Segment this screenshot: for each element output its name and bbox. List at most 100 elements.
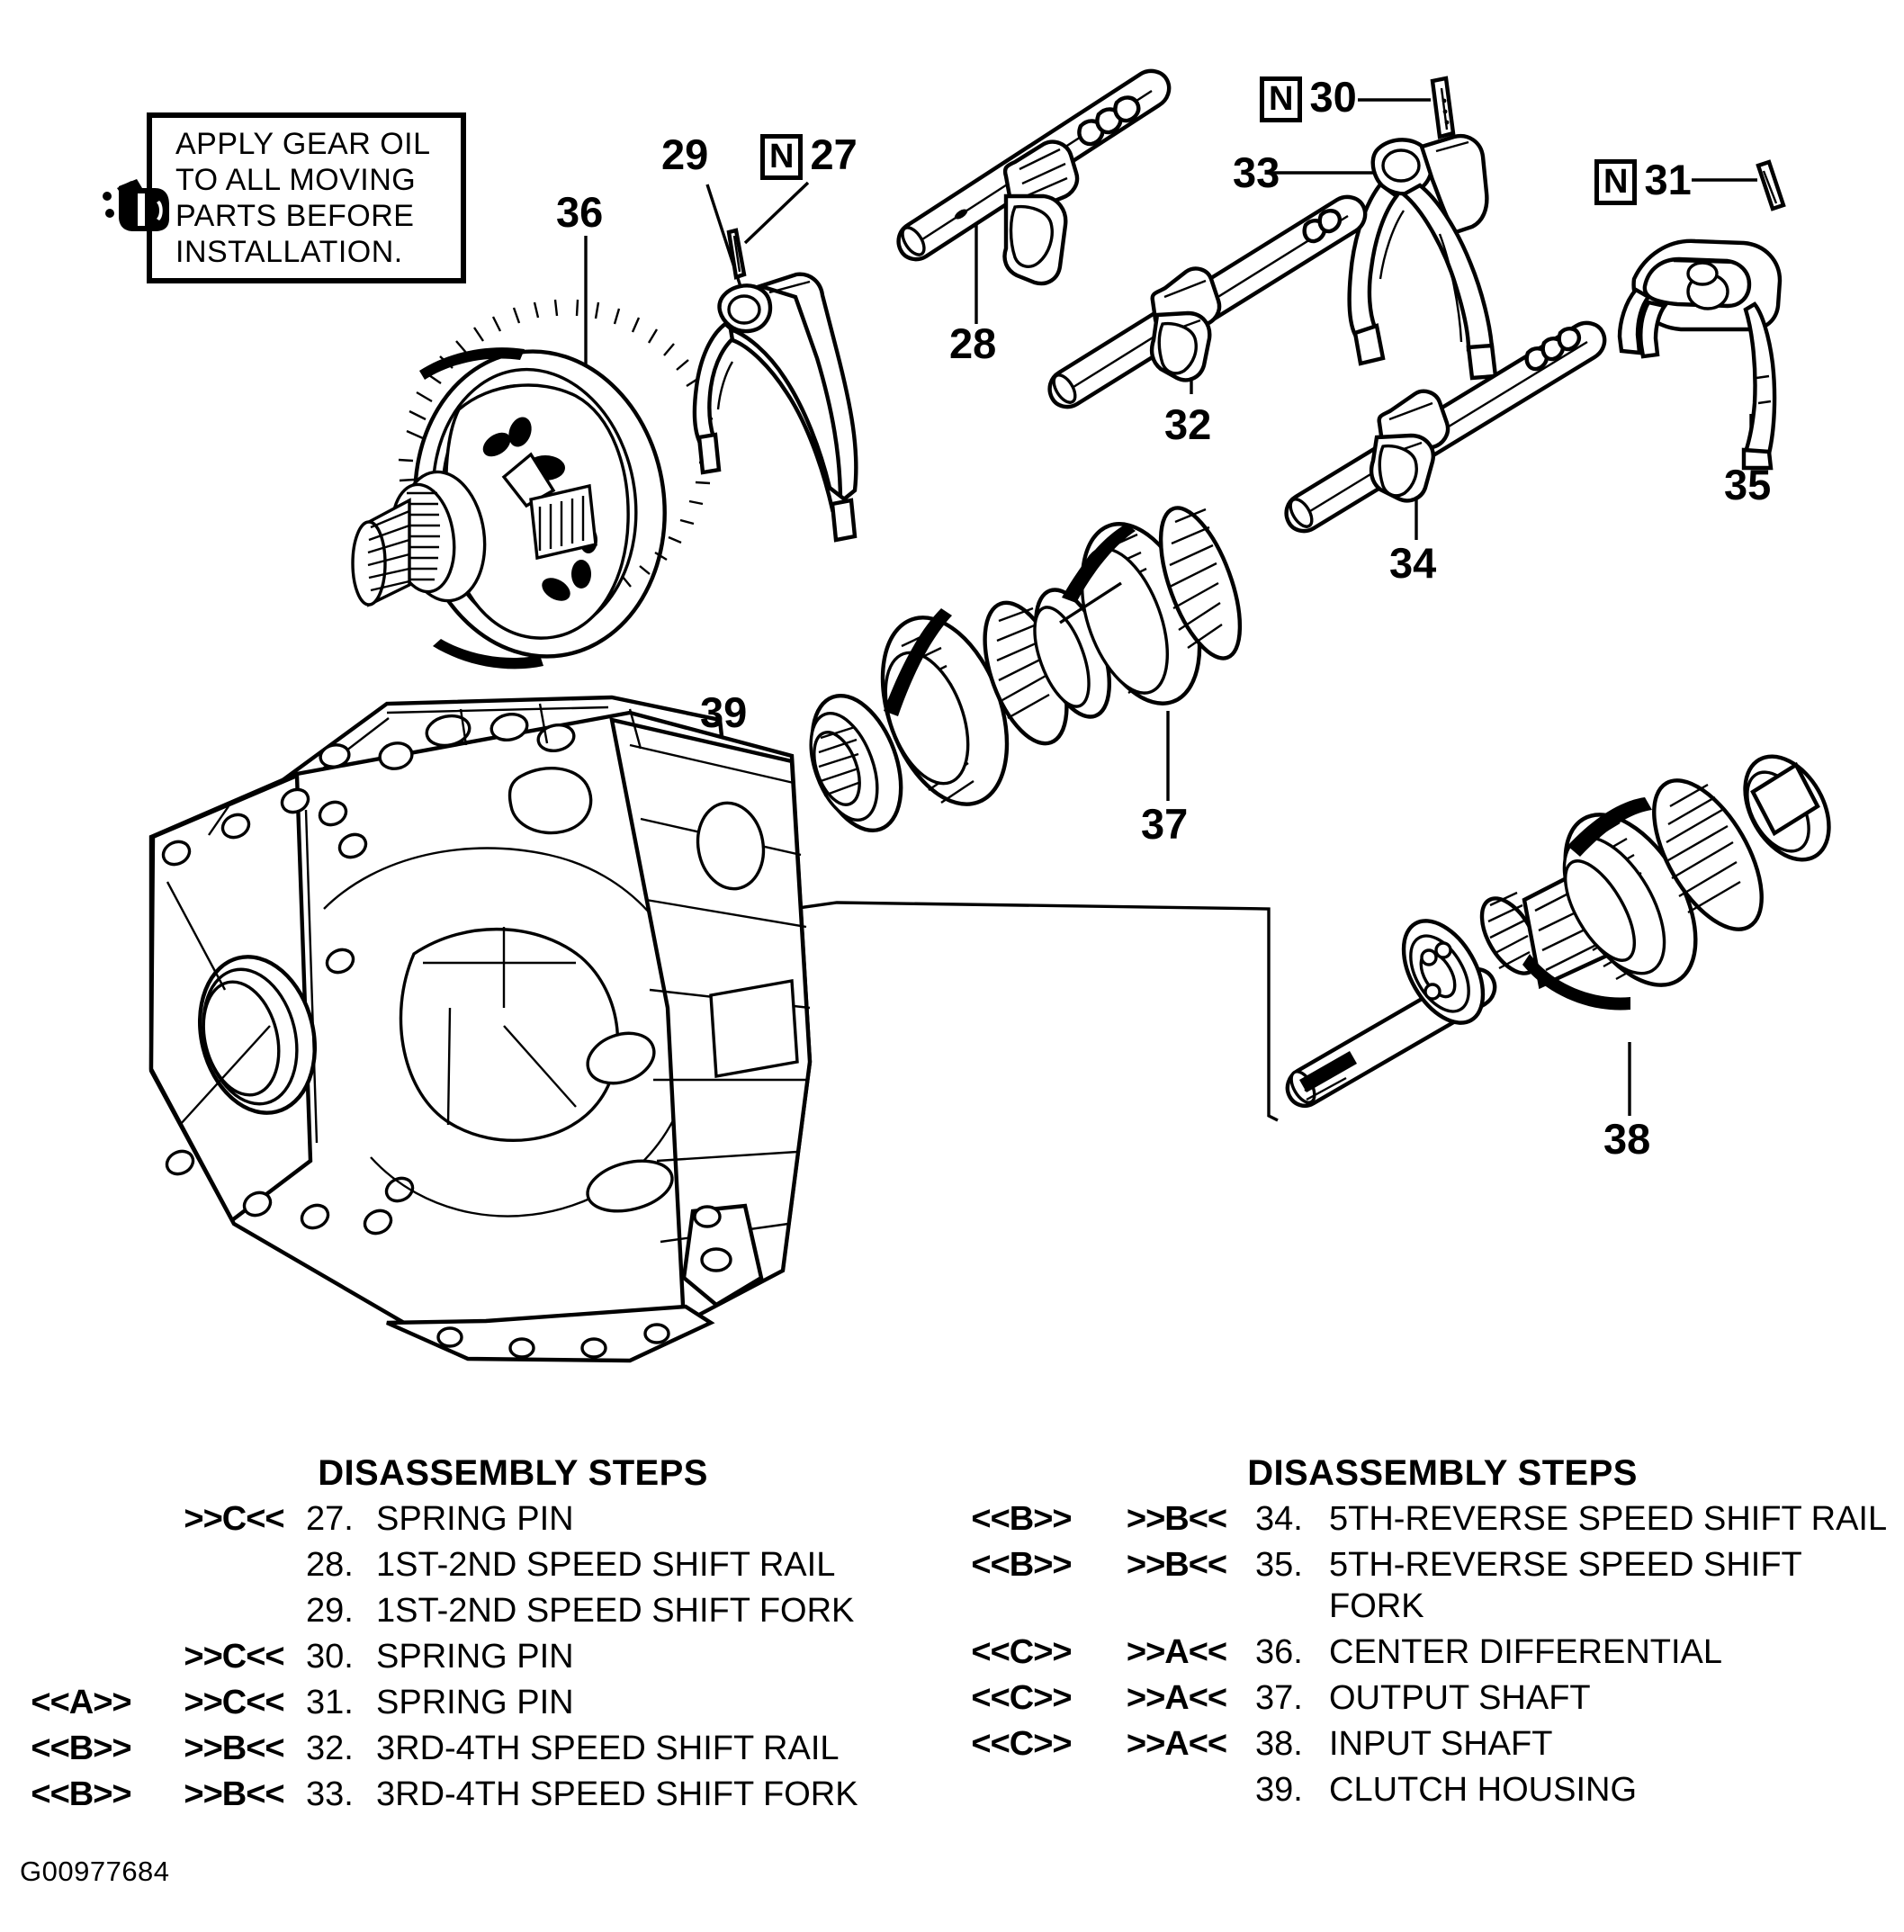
step-number: 29. xyxy=(306,1592,354,1630)
callout-34-number: 34 xyxy=(1389,539,1437,587)
callout-37: 37 xyxy=(1141,803,1188,845)
table-row: <<B>> >>B<< 32. 3RD-4TH SPEED SHIFT RAIL xyxy=(0,1728,936,1769)
step-a-marker: <<C>> xyxy=(971,1633,1072,1671)
step-number: 30. xyxy=(306,1638,354,1676)
part-1st-2nd-shift-fork xyxy=(692,272,858,543)
callout-27-number: 27 xyxy=(810,130,858,178)
step-number: 31. xyxy=(306,1684,354,1721)
step-a-marker: <<C>> xyxy=(971,1679,1072,1717)
callout-33: 33 xyxy=(1233,151,1280,193)
callout-32: 32 xyxy=(1164,403,1211,445)
figure-code: G00977684 xyxy=(20,1856,170,1887)
table-row: >>C<< 30. SPRING PIN xyxy=(0,1636,936,1677)
step-number: 33. xyxy=(306,1775,354,1813)
step-description: 1ST-2ND SPEED SHIFT RAIL xyxy=(376,1546,836,1584)
step-description: SPRING PIN xyxy=(376,1684,574,1721)
step-b-marker: >>C<< xyxy=(184,1638,284,1676)
step-b-marker: >>B<< xyxy=(184,1775,284,1813)
step-b-marker: >>B<< xyxy=(1126,1546,1227,1584)
step-description: SPRING PIN xyxy=(376,1500,574,1538)
step-number: 28. xyxy=(306,1546,354,1584)
note-line-1: APPLY GEAR OIL xyxy=(175,127,431,161)
step-b-marker: >>C<< xyxy=(184,1684,284,1721)
step-a-marker: <<B>> xyxy=(31,1730,131,1767)
part-input-shaft xyxy=(1285,754,1831,1108)
step-description: 5TH-REVERSE SPEED SHIFT FORK xyxy=(1329,1546,1802,1625)
step-b-marker: >>B<< xyxy=(184,1730,284,1767)
table-row: >>C<< 27. SPRING PIN xyxy=(0,1498,936,1540)
step-description: SPRING PIN xyxy=(376,1638,574,1676)
table-row: 28. 1ST-2ND SPEED SHIFT RAIL xyxy=(0,1544,936,1586)
table-row: <<B>> >>B<< 34. 5TH-REVERSE SPEED SHIFT … xyxy=(945,1498,1904,1540)
apply-gear-oil-note-box xyxy=(147,112,466,283)
part-5th-reverse-shift-fork xyxy=(1617,238,1783,471)
callout-36-number: 36 xyxy=(556,188,604,236)
callout-30-number: 30 xyxy=(1309,73,1357,121)
step-b-marker: >>A<< xyxy=(1126,1679,1227,1717)
step-number: 32. xyxy=(306,1730,354,1767)
step-description: CLUTCH HOUSING xyxy=(1329,1771,1638,1809)
part-3rd-4th-shift-fork xyxy=(1347,133,1498,381)
step-number: 36. xyxy=(1255,1633,1303,1671)
new-part-marker-27: N xyxy=(760,134,804,180)
part-output-shaft xyxy=(809,506,1243,833)
legend-right-title: DISASSEMBLY STEPS xyxy=(1247,1453,1638,1493)
step-description: 3RD-4TH SPEED SHIFT FORK xyxy=(376,1775,858,1813)
step-a-marker: <<B>> xyxy=(971,1500,1072,1538)
part-center-differential xyxy=(351,299,715,669)
step-b-marker: >>A<< xyxy=(1126,1633,1227,1671)
note-line-3: PARTS BEFORE xyxy=(175,199,415,233)
callout-38-number: 38 xyxy=(1603,1115,1651,1163)
callout-33-number: 33 xyxy=(1233,148,1280,196)
step-description: INPUT SHAFT xyxy=(1329,1725,1553,1763)
table-row: <<C>> >>A<< 36. CENTER DIFFERENTIAL xyxy=(945,1631,1904,1673)
step-a-marker: <<C>> xyxy=(971,1725,1072,1763)
step-description: CENTER DIFFERENTIAL xyxy=(1329,1633,1723,1671)
callout-38: 38 xyxy=(1603,1118,1650,1160)
part-3rd-4th-shift-rail xyxy=(1047,194,1368,409)
callout-34: 34 xyxy=(1389,542,1436,584)
callout-39-number: 39 xyxy=(700,688,748,736)
table-row: <<C>> >>A<< 37. OUTPUT SHAFT xyxy=(945,1677,1904,1719)
note-line-2: TO ALL MOVING xyxy=(175,163,417,197)
table-row: <<B>> >>B<< 35. 5TH-REVERSE SPEED SHIFT … xyxy=(945,1544,1904,1627)
step-a-marker: <<B>> xyxy=(31,1775,131,1813)
part-5th-reverse-shift-rail xyxy=(1284,320,1607,534)
legend-right-column: DISASSEMBLY STEPS <<B>> >>B<< 34. 5TH-RE… xyxy=(945,1453,1904,1811)
callout-29-number: 29 xyxy=(661,130,709,178)
step-description: 1ST-2ND SPEED SHIFT FORK xyxy=(376,1592,855,1630)
part-1st-2nd-shift-rail xyxy=(896,68,1172,286)
part-spring-pin-31 xyxy=(1756,159,1786,211)
callout-28: 28 xyxy=(949,322,996,364)
step-b-marker: >>C<< xyxy=(184,1500,284,1538)
step-b-marker: >>B<< xyxy=(1126,1500,1227,1538)
part-clutch-housing xyxy=(148,695,813,1363)
new-part-marker-30: N xyxy=(1260,76,1303,122)
step-b-marker: >>A<< xyxy=(1126,1725,1227,1763)
oil-can-icon xyxy=(103,179,169,231)
part-spring-pin-30 xyxy=(1430,76,1456,139)
legend-left-column: DISASSEMBLY STEPS >>C<< 27. SPRING PIN 2… xyxy=(0,1453,936,1815)
callout-36: 36 xyxy=(556,191,603,233)
table-row: 29. 1ST-2ND SPEED SHIFT FORK xyxy=(0,1590,936,1631)
table-row: <<B>> >>B<< 33. 3RD-4TH SPEED SHIFT FORK xyxy=(0,1774,936,1815)
step-number: 38. xyxy=(1255,1725,1303,1763)
step-description: 5TH-REVERSE SPEED SHIFT RAIL xyxy=(1329,1500,1888,1538)
table-row: <<C>> >>A<< 38. INPUT SHAFT xyxy=(945,1723,1904,1765)
step-description: OUTPUT SHAFT xyxy=(1329,1679,1591,1717)
step-number: 35. xyxy=(1255,1546,1303,1584)
step-number: 37. xyxy=(1255,1679,1303,1717)
step-number: 27. xyxy=(306,1500,354,1538)
callout-35-number: 35 xyxy=(1724,461,1772,508)
callout-32-number: 32 xyxy=(1164,400,1212,448)
callout-37-number: 37 xyxy=(1141,800,1189,848)
table-row: <<A>> >>C<< 31. SPRING PIN xyxy=(0,1682,936,1723)
legend-left-title: DISASSEMBLY STEPS xyxy=(318,1453,708,1493)
callout-39: 39 xyxy=(700,691,747,733)
step-number: 39. xyxy=(1255,1771,1303,1809)
